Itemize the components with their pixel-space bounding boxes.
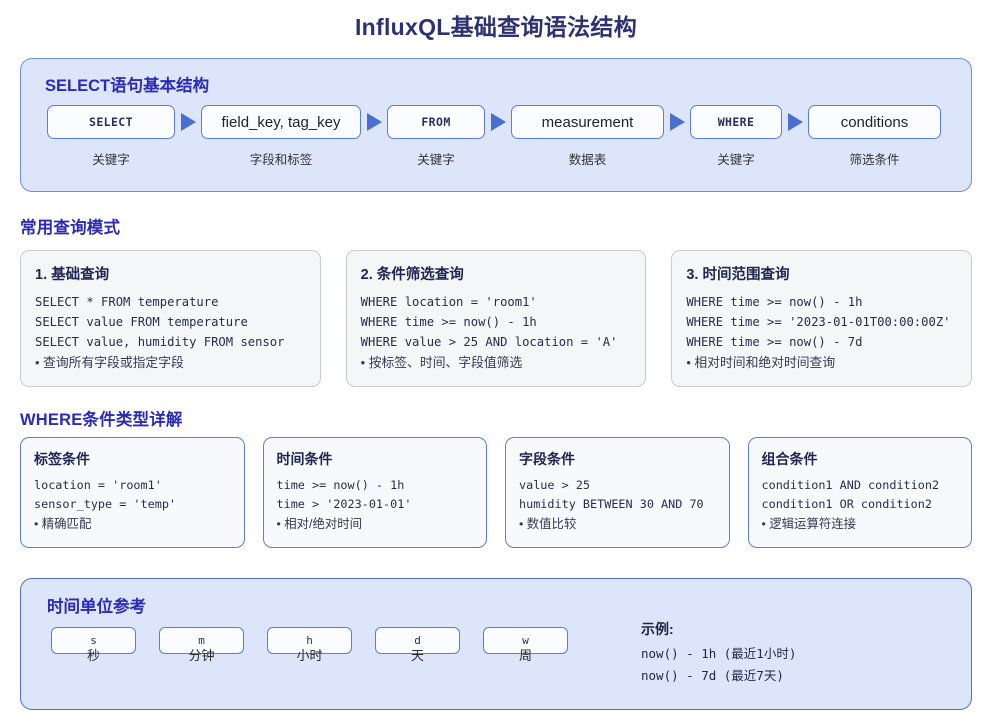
example-line: now() - 7d (最近7天) xyxy=(641,668,784,683)
example-line: now() - 1h (最近1小时) xyxy=(641,646,797,661)
card-title: 3. 时间范围查询 xyxy=(686,267,790,283)
where-condition-card: 标签条件 location = 'room1' sensor_type = 'tem… xyxy=(20,437,245,548)
query-pattern-card: 2. 条件筛选查询 WHERE location = 'room1' WHERE t… xyxy=(345,250,647,387)
card-note: • 按标签、时间、字段值筛选 xyxy=(360,355,523,370)
flow-item-3: measurement 数据表 xyxy=(511,105,664,168)
flow-item-0: SELECT 关键字 xyxy=(47,105,175,168)
where-section-heading: WHERE条件类型详解 xyxy=(20,411,183,429)
card-title: 标签条件 xyxy=(34,451,90,467)
flow-box-0[interactable]: SELECT xyxy=(47,105,175,139)
flow-caption-3: 数据表 xyxy=(568,153,607,167)
code-line: WHERE time >= now() - 7d xyxy=(686,335,863,349)
flow-caption-4: 关键字 xyxy=(717,153,755,167)
time-unit-label: 秒 xyxy=(86,648,100,663)
code-line: location = 'room1' xyxy=(34,478,162,492)
flow-caption-2: 关键字 xyxy=(417,153,455,167)
card-title: 字段条件 xyxy=(519,451,575,467)
select-panel-title: SELECT语句基本结构 xyxy=(45,77,210,95)
flow-box-5[interactable]: conditions xyxy=(808,105,941,139)
flow-arrow-icon xyxy=(782,105,808,139)
time-examples-block: 示例: now() - 1h (最近1小时) now() - 7d (最近7天) xyxy=(641,619,796,687)
code-line: SELECT * FROM temperature xyxy=(35,295,219,309)
card-note: • 相对/绝对时间 xyxy=(276,517,363,531)
patterns-section-heading: 常用查询模式 xyxy=(20,219,121,237)
card-title: 1. 基础查询 xyxy=(35,267,110,283)
code-line: time >= now() - 1h xyxy=(276,478,405,492)
flow-arrow-icon xyxy=(664,105,690,139)
card-note: • 逻辑运算符连接 xyxy=(761,517,857,531)
flow-arrow-icon xyxy=(485,105,511,139)
flow-item-5: conditions 筛选条件 xyxy=(808,105,941,168)
card-note: • 查询所有字段或指定字段 xyxy=(35,355,184,370)
select-flow-diagram: SELECT 关键字 field_key, tag_key 字段和标签 FROM 关键字 m… xyxy=(47,105,947,168)
where-condition-card-list: 标签条件 location = 'room1' sensor_type = 'tem… xyxy=(20,437,972,548)
code-line: WHERE value > 25 AND location = 'A' xyxy=(360,335,618,349)
flow-box-1[interactable]: field_key, tag_key xyxy=(201,105,361,139)
where-condition-card: 时间条件 time >= now() - 1h time > '2023-01-01… xyxy=(262,437,487,548)
flow-caption-5: 筛选条件 xyxy=(849,153,900,167)
where-condition-card: 字段条件 value > 25 humidity BETWEEN 30 AND 70… xyxy=(505,437,730,548)
time-unit-symbol-box[interactable]: d xyxy=(375,627,460,654)
code-line: WHERE time >= '2023-01-01T00:00:00Z' xyxy=(686,315,951,329)
examples-title: 示例: xyxy=(641,621,674,637)
card-title: 组合条件 xyxy=(761,451,818,467)
card-note: • 精确匹配 xyxy=(34,517,92,531)
card-note: • 数值比较 xyxy=(519,517,577,531)
time-unit-label: 天 xyxy=(410,648,424,663)
time-unit-label: 分钟 xyxy=(188,648,215,663)
time-unit-symbol-box[interactable]: m xyxy=(159,627,244,654)
flow-box-4[interactable]: WHERE xyxy=(690,105,782,139)
time-unit-symbol-box[interactable]: h xyxy=(267,627,352,654)
code-line: WHERE location = 'room1' xyxy=(360,295,537,309)
code-line: condition1 OR condition2 xyxy=(761,497,932,511)
flow-caption-1: 字段和标签 xyxy=(249,153,313,167)
page-title: InfluxQL基础查询语法结构 xyxy=(354,14,638,40)
code-line: condition1 AND condition2 xyxy=(761,478,940,492)
examples-lines: now() - 1h (最近1小时) now() - 7d (最近7天) xyxy=(641,643,796,687)
time-unit-label: 小时 xyxy=(296,648,323,663)
flow-box-2[interactable]: FROM xyxy=(387,105,485,139)
time-unit-symbol-box[interactable]: s xyxy=(51,627,136,654)
flow-box-3[interactable]: measurement xyxy=(511,105,664,139)
flow-arrow-icon xyxy=(175,105,201,139)
code-line: SELECT value, humidity FROM sensor xyxy=(35,335,285,349)
code-line: SELECT value FROM temperature xyxy=(35,315,248,329)
code-line: humidity BETWEEN 30 AND 70 xyxy=(519,497,704,511)
query-pattern-card: 3. 时间范围查询 WHERE time >= now() - 1h WHERE t… xyxy=(671,250,973,387)
code-line: WHERE time >= now() - 1h xyxy=(686,295,863,309)
flow-item-1: field_key, tag_key 字段和标签 xyxy=(201,105,361,168)
card-title: 时间条件 xyxy=(276,451,333,467)
select-structure-panel: SELECT语句基本结构 SELECT 关键字 field_key, tag_key… xyxy=(20,58,972,192)
code-line: sensor_type = 'temp' xyxy=(34,497,177,511)
flow-arrow-icon xyxy=(361,105,387,139)
flow-item-4: WHERE 关键字 xyxy=(690,105,782,168)
code-line: WHERE time >= now() - 1h xyxy=(360,315,537,329)
flow-item-2: FROM 关键字 xyxy=(387,105,485,168)
time-unit-symbol-box[interactable]: w xyxy=(483,627,568,654)
time-panel-title: 时间单位参考 xyxy=(47,598,146,616)
time-unit-label: 周 xyxy=(518,648,532,663)
where-condition-card: 组合条件 condition1 AND condition2 condition1 … xyxy=(747,437,972,548)
code-line: value > 25 xyxy=(519,478,591,492)
card-note: • 相对时间和绝对时间查询 xyxy=(686,355,836,370)
code-line: time > '2023-01-01' xyxy=(276,497,412,511)
flow-caption-0: 关键字 xyxy=(92,153,130,167)
card-title: 2. 条件筛选查询 xyxy=(360,267,464,283)
